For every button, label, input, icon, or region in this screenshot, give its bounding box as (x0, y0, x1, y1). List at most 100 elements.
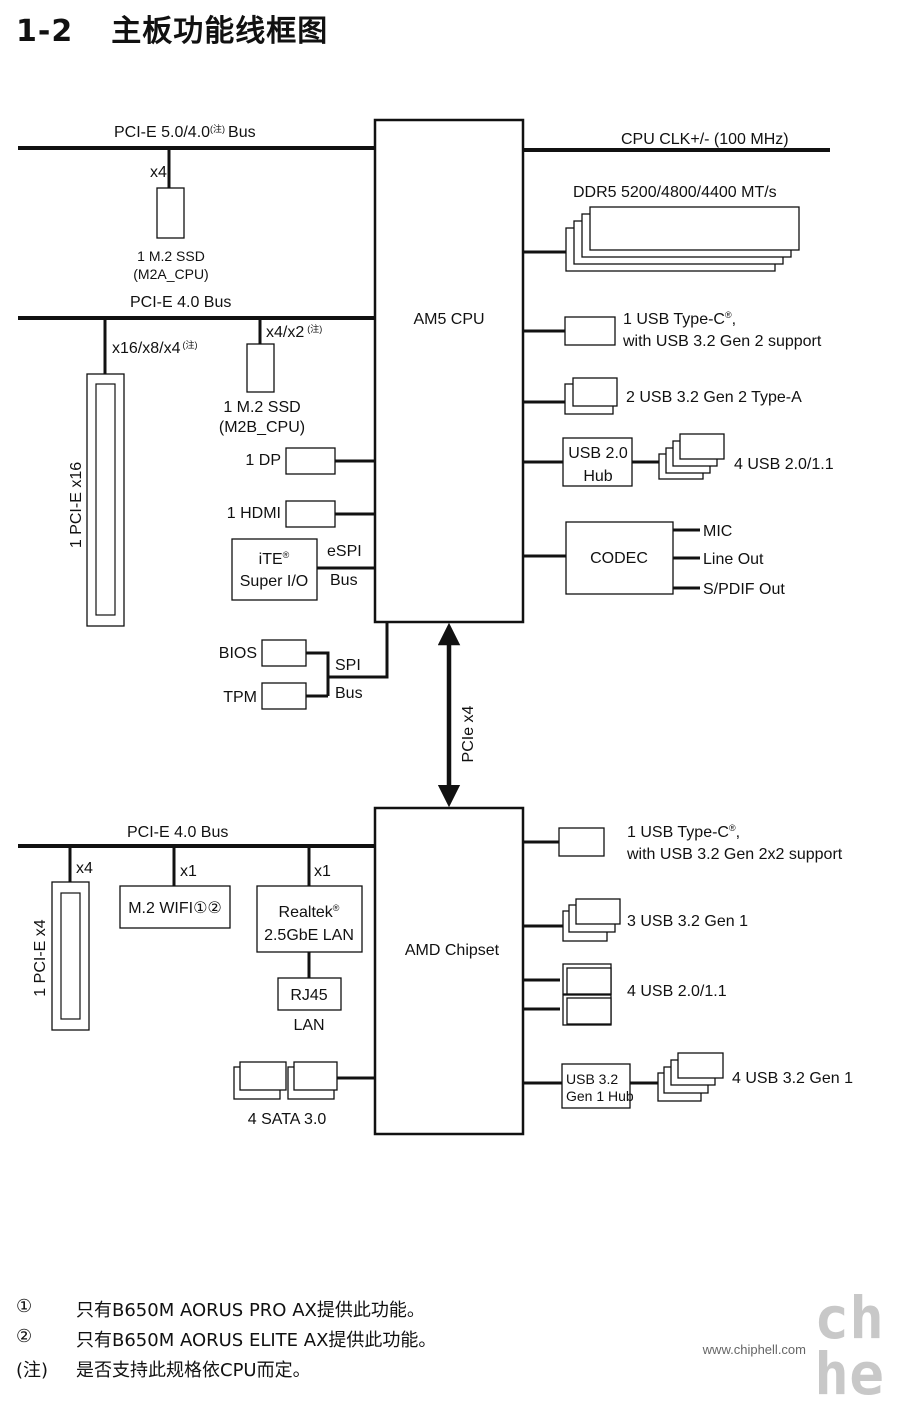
pcie4-slot-inner (60, 892, 81, 1020)
dp-label: 1 DP (245, 452, 281, 469)
usb20-label: 4 USB 2.0/1.1 (627, 983, 727, 1000)
codec-chip (565, 521, 674, 595)
cpu-clk-label: CPU CLK+/- (100 MHz) (621, 131, 789, 148)
espi-label-1: eSPI (327, 543, 362, 560)
sata-label: 4 SATA 3.0 (248, 1111, 327, 1128)
chipset-label: AMD Chipset (405, 942, 500, 959)
usb20-port-3 (566, 997, 612, 1025)
section-number: 1-2 (16, 14, 74, 49)
usb32-hub-chip (561, 1063, 631, 1109)
spdif-label: S/PDIF Out (703, 581, 785, 598)
cpu-section: PCI-E 5.0/4.0(注)Bus x4 1 M.2 SSD (M2A_CP… (18, 118, 834, 710)
pcie16-label: 1 PCI-E x16 (68, 462, 85, 548)
usb20-hub-chip (562, 437, 633, 487)
footnote-text: 只有B650M AORUS PRO AX提供此功能。 (76, 1300, 425, 1321)
footnote-text: 只有B650M AORUS ELITE AX提供此功能。 (76, 1330, 437, 1351)
footnote-mark: ② (16, 1326, 33, 1347)
m2a-label-1: 1 M.2 SSD (137, 248, 205, 264)
m2a-label-2: (M2A_CPU) (133, 266, 208, 282)
usb20-hub-label-1: USB 2.0 (568, 445, 628, 462)
cpu-usbc-label-2: with USB 3.2 Gen 2 support (622, 333, 822, 350)
hdmi-port (285, 500, 336, 528)
usb32g1-label: 3 USB 3.2 Gen 1 (627, 913, 748, 930)
footnote-mark: ① (16, 1296, 33, 1317)
m2b-ssd-slot (246, 343, 275, 393)
usb20-hub-label-2: Hub (583, 468, 612, 485)
cpu-usbc-label-1: 1 USB Type-C®, (623, 310, 736, 328)
sata-port-3 (293, 1061, 338, 1091)
pcie4-cpu-bus-label: PCI-E 4.0 Bus (130, 294, 231, 311)
spi-label-1: SPI (335, 657, 361, 674)
chipset-box (373, 806, 525, 1136)
usb32-hub-label-1: USB 3.2 (566, 1071, 618, 1087)
cpu-usbc-port (564, 316, 616, 346)
page-title: 1-2 主板功能线框图 (16, 6, 328, 50)
footnotes: ① 只有B650M AORUS PRO AX提供此功能。 ② 只有B650M A… (16, 1296, 436, 1386)
pcie16-width-label: x16/x8/x4(注) (112, 339, 197, 357)
usb32-hub-port-1 (677, 1052, 724, 1079)
superio-chip (231, 538, 318, 601)
footnote-1: ① 只有B650M AORUS PRO AX提供此功能。 (16, 1296, 436, 1326)
codec-label: CODEC (590, 550, 648, 567)
section-title: 主板功能线框图 (111, 14, 329, 49)
wifi-slot (119, 885, 231, 929)
lan-chip-label-1: Realtek® (279, 903, 340, 921)
pcie4-chipset-bus-label: PCI-E 4.0 Bus (127, 824, 228, 841)
chipset-usbc-port (558, 827, 605, 857)
m2a-ssd-slot (156, 187, 185, 239)
bios-label: BIOS (219, 645, 257, 662)
superio-label-1: iTE® (259, 550, 290, 568)
tpm-chip (261, 682, 307, 710)
cpu-label: AM5 CPU (413, 311, 484, 328)
lan-width: x1 (314, 863, 331, 880)
hub-usb-port-1 (679, 433, 725, 460)
footnote-mark: (注) (16, 1360, 49, 1381)
usb20-port-1 (566, 967, 612, 995)
hub-usb-label: 4 USB 2.0/1.1 (734, 456, 834, 473)
m2b-width-label: x4/x2(注) (266, 323, 322, 341)
hdmi-label: 1 HDMI (227, 505, 281, 522)
superio-label-2: Super I/O (240, 573, 308, 590)
spi-label-2: Bus (335, 685, 363, 702)
lineout-label: Line Out (703, 551, 764, 568)
pcie5-bus-label: PCI-E 5.0/4.0(注)Bus (114, 123, 256, 141)
m2a-width-label: x4 (150, 164, 167, 181)
spi-link (306, 622, 389, 698)
mic-label: MIC (703, 523, 732, 540)
cpu-chipset-link: PCIe x4 (437, 622, 477, 808)
chipset-usbc-label-1: 1 USB Type-C®, (627, 823, 740, 841)
wifi-label: M.2 WIFI①② (128, 900, 222, 917)
rj45-label: RJ45 (290, 987, 327, 1004)
bios-chip (261, 639, 307, 667)
lan-chip-label-2: 2.5GbE LAN (264, 927, 354, 944)
footnote-3: (注) 是否支持此规格依CPU而定。 (16, 1356, 436, 1386)
pcie16-slot-inner (95, 383, 116, 616)
dimm-1 (589, 206, 800, 251)
watermark-url: www.chiphell.com (702, 1342, 806, 1357)
lan-chip (256, 885, 363, 953)
wifi-width: x1 (180, 863, 197, 880)
m2b-label-2: (M2B_CPU) (219, 419, 305, 436)
usb20-links (523, 978, 560, 1011)
usb32-hub-label-2: Gen 1 Hub (566, 1088, 634, 1104)
cpu-usba-label: 2 USB 3.2 Gen 2 Type-A (626, 389, 802, 406)
m2b-label-1: 1 M.2 SSD (223, 399, 300, 416)
pcie4-slot-width: x4 (76, 860, 93, 877)
dp-port (285, 447, 336, 475)
rj45-port (277, 977, 342, 1011)
tpm-label: TPM (223, 689, 257, 706)
pcie-x4-label: PCIe x4 (460, 705, 477, 762)
footnote-2: ② 只有B650M AORUS ELITE AX提供此功能。 (16, 1326, 436, 1356)
usb32-hub-usb-label: 4 USB 3.2 Gen 1 (732, 1070, 853, 1087)
usb32g1-port-1 (575, 898, 621, 925)
sata-port-1 (239, 1061, 287, 1091)
lan-label: LAN (293, 1017, 324, 1034)
footnote-text: 是否支持此规格依CPU而定。 (76, 1360, 311, 1381)
espi-label-2: Bus (330, 572, 358, 589)
cpu-usba-port-1 (572, 377, 618, 407)
chipset-usbc-label-2: with USB 3.2 Gen 2x2 support (626, 846, 843, 863)
chipset-section: PCI-E 4.0 Bus x4 1 PCI-E x4 x1 M.2 WIFI①… (18, 806, 853, 1136)
